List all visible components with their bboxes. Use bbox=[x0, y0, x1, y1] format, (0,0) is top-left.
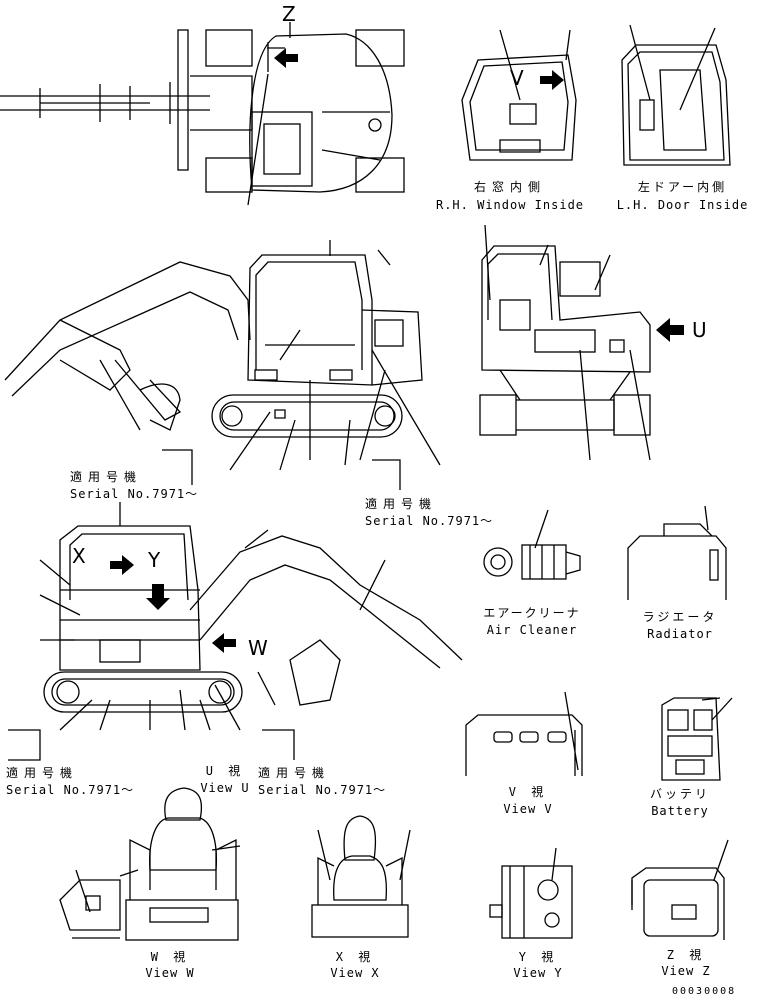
view-u-caption: U 視 View U bbox=[200, 764, 250, 795]
serial-note: 適用号機 Serial No.7971～ bbox=[365, 497, 494, 528]
rh-window-jp: 右窓内側 bbox=[473, 180, 546, 194]
leader-line bbox=[99, 240, 441, 471]
battery-view bbox=[661, 697, 733, 781]
air-cleaner-view bbox=[483, 509, 581, 580]
view-v-caption: V 視 View V bbox=[503, 785, 553, 816]
arrow-icon bbox=[110, 555, 134, 575]
view-letter-v: V bbox=[510, 66, 524, 90]
serial-note: 適用号機 Serial No.7971～ bbox=[6, 766, 135, 797]
rh-window-view bbox=[461, 29, 577, 161]
rear-view bbox=[479, 245, 651, 436]
view-z-caption: Z 視 View Z bbox=[661, 948, 711, 978]
view-w bbox=[59, 787, 241, 941]
left-side-view bbox=[43, 525, 463, 713]
rh-window-en: R.H. Window Inside bbox=[435, 198, 585, 212]
view-letter-z: Z bbox=[282, 2, 296, 26]
view-x bbox=[311, 815, 411, 938]
arrow-icon bbox=[274, 48, 298, 68]
arrow-icon bbox=[656, 318, 684, 342]
view-y-caption: Y 視 View Y bbox=[513, 950, 563, 980]
lh-door-caption: 左ドアー内側 L.H. Door Inside bbox=[610, 180, 755, 212]
radiator-caption: ラジエータ Radiator bbox=[642, 610, 718, 641]
drawing-code: 00030008 bbox=[672, 986, 737, 997]
battery-caption: バッテリ Battery bbox=[649, 787, 710, 818]
callout-box bbox=[162, 449, 401, 490]
rh-window-caption: 右窓内側 R.H. Window Inside bbox=[430, 180, 590, 212]
callout-box bbox=[8, 729, 295, 761]
view-z bbox=[631, 839, 729, 940]
top-view-plan bbox=[0, 29, 405, 193]
serial-note: 適用号機 Serial No.7971～ bbox=[70, 470, 199, 501]
serial-note: 適用号機 Serial No.7971～ bbox=[258, 766, 387, 797]
lh-door-view bbox=[621, 24, 731, 166]
view-letter-x: X bbox=[72, 544, 86, 568]
view-x-caption: X 視 View X bbox=[330, 950, 380, 980]
arrow-icon bbox=[212, 633, 236, 653]
leader-line bbox=[39, 502, 386, 731]
radiator-view bbox=[627, 505, 727, 600]
air-cleaner-caption: エアークリーナ Air Cleaner bbox=[483, 606, 581, 637]
leader-line bbox=[247, 22, 291, 206]
arrow-icon bbox=[146, 584, 170, 610]
view-letter-w: W bbox=[248, 636, 268, 660]
view-v bbox=[465, 691, 583, 776]
view-w-caption: W 視 View W bbox=[145, 950, 195, 980]
view-y bbox=[489, 847, 573, 939]
lh-door-jp: 左ドアー内側 bbox=[637, 180, 728, 194]
right-side-view bbox=[4, 254, 423, 438]
view-letter-y: Y bbox=[148, 548, 161, 572]
lh-door-en: L.H. Door Inside bbox=[616, 198, 749, 212]
leader-line bbox=[484, 224, 651, 461]
arrow-icon bbox=[540, 70, 564, 90]
view-letter-u: U bbox=[692, 318, 707, 342]
